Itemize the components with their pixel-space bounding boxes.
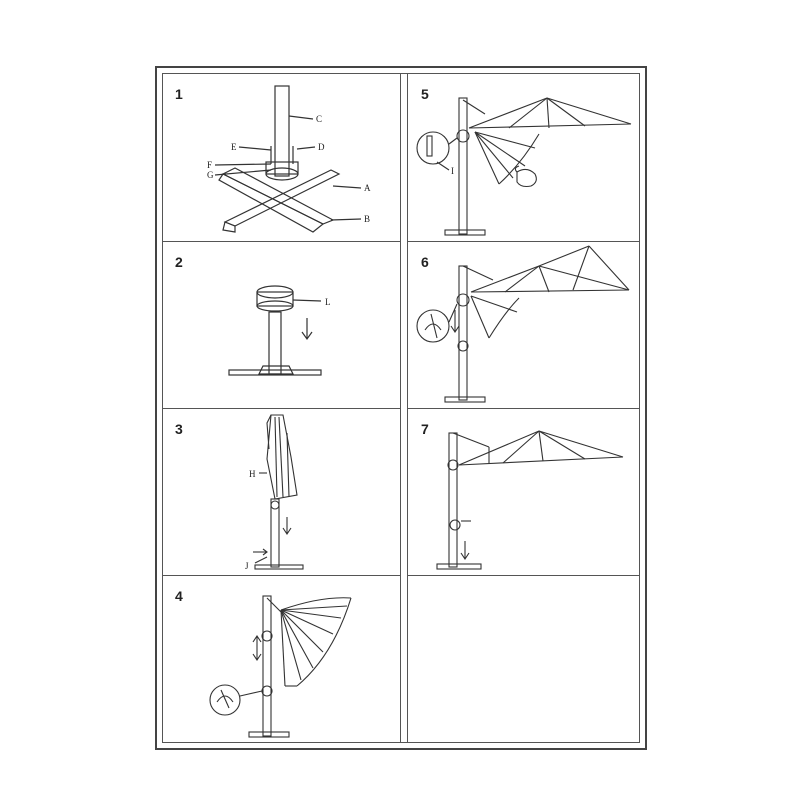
step-2-panel: 2 L: [163, 242, 399, 407]
step-5-panel: 5: [409, 74, 639, 240]
part-label-a: A: [364, 183, 371, 193]
row-divider: [408, 241, 640, 242]
row-divider: [408, 575, 640, 576]
closed-umbrella-illustration: H J: [245, 414, 304, 571]
row-divider: [162, 241, 400, 242]
base-assembly-illustration: C D E F G A B: [207, 85, 371, 233]
opening-canopy-illustration: I: [416, 97, 632, 236]
part-label-e: E: [231, 142, 237, 152]
part-label-f: F: [207, 160, 212, 170]
column-divider: [400, 73, 408, 743]
step-6-panel: 6: [409, 242, 639, 407]
row-divider: [408, 408, 640, 409]
tilting-canopy-illustration: [416, 245, 630, 403]
step-number: 1: [175, 86, 183, 102]
part-label-b: B: [364, 214, 370, 224]
step-number: 6: [421, 254, 429, 270]
part-label-d: D: [318, 142, 325, 152]
row-divider: [162, 575, 400, 576]
step-number: 7: [421, 421, 429, 437]
step-number: 2: [175, 254, 183, 270]
step-4-panel: 4: [163, 576, 399, 742]
part-label-h: H: [249, 469, 256, 479]
part-label-l: L: [325, 297, 331, 307]
raising-canopy-illustration: [209, 595, 352, 738]
part-label-j: J: [245, 561, 249, 571]
step-number: 3: [175, 421, 183, 437]
step-number: 5: [421, 86, 429, 102]
part-label-g: G: [207, 170, 214, 180]
empty-panel: [409, 576, 639, 742]
pole-insertion-illustration: L: [228, 285, 331, 376]
step-7-panel: 7: [409, 409, 639, 574]
step-number: 4: [175, 588, 183, 604]
open-umbrella-illustration: [436, 430, 624, 570]
part-label-i: I: [451, 166, 454, 176]
part-label-c: C: [316, 114, 322, 124]
step-3-panel: 3 H J: [163, 409, 399, 574]
instruction-sheet-frame: [155, 66, 647, 750]
step-1-panel: 1 C D E F G A: [163, 74, 399, 240]
row-divider: [162, 408, 400, 409]
